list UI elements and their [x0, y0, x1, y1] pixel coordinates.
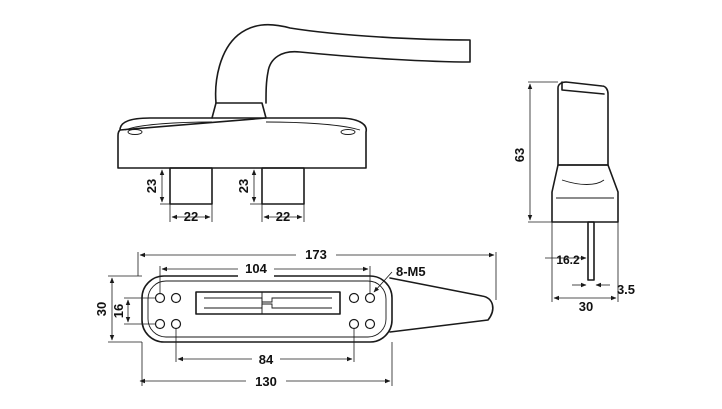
- dim-84-bg: [252, 350, 280, 366]
- screw-hole: [348, 292, 360, 304]
- dim-84: 84: [259, 352, 274, 367]
- bottom-slot: [195, 291, 341, 315]
- dim-173-bg: [296, 246, 336, 262]
- dim-30-bottom: 30: [94, 302, 109, 316]
- side-base: [551, 164, 619, 223]
- base-mark-left: [127, 129, 143, 135]
- bottom-lever: [389, 277, 494, 333]
- screw-hole: [170, 318, 182, 330]
- dim-22-left: 22: [184, 209, 198, 224]
- side-base-bevel: [561, 179, 605, 185]
- base-inner-line-right: [265, 121, 361, 131]
- base-mark-right: [340, 129, 356, 135]
- base-inner-line-left: [124, 121, 213, 131]
- lever-arm: [214, 23, 471, 104]
- front-view: 23 23 22 22: [117, 23, 471, 224]
- screw-hole: [154, 292, 166, 304]
- side-lever-top: [557, 81, 609, 166]
- screw-hole: [154, 318, 166, 330]
- dim-130: 130: [255, 374, 277, 389]
- front-stem-left: [169, 167, 213, 205]
- front-stem-right: [261, 167, 305, 205]
- leader-8-m5: [373, 271, 393, 293]
- bottom-view: 173 104 8-M5 30 16 84 130: [94, 246, 497, 389]
- bottom-base-plate: [141, 275, 393, 343]
- dim-30-side: 30: [579, 299, 593, 314]
- screw-hole: [364, 292, 376, 304]
- dim-22-right: 22: [276, 209, 290, 224]
- side-view: 63 16.2 30 3.5: [512, 81, 635, 314]
- dim-8-m5: 8-M5: [396, 264, 426, 279]
- bottom-slot-inner-top: [204, 297, 332, 303]
- front-base: [117, 117, 367, 169]
- screw-hole: [348, 318, 360, 330]
- dim-63: 63: [512, 148, 527, 162]
- side-lever-cap: [561, 81, 605, 95]
- dim-173: 173: [305, 247, 327, 262]
- dim-130-bg: [246, 372, 286, 388]
- dim-16-2: 16.2: [556, 253, 580, 267]
- screw-hole: [170, 292, 182, 304]
- dim-23-right: 23: [236, 179, 251, 193]
- side-spindle: [587, 221, 595, 281]
- dim-104-bg: [238, 261, 274, 277]
- screw-hole: [364, 318, 376, 330]
- handle-neck: [211, 102, 267, 119]
- dim-104: 104: [245, 261, 267, 276]
- bottom-base-inner: [147, 280, 387, 338]
- bottom-slot-inner-bottom: [204, 303, 332, 309]
- dim-16: 16: [111, 304, 126, 318]
- dim-3-5: 3.5: [617, 282, 635, 297]
- dim-23-left: 23: [144, 179, 159, 193]
